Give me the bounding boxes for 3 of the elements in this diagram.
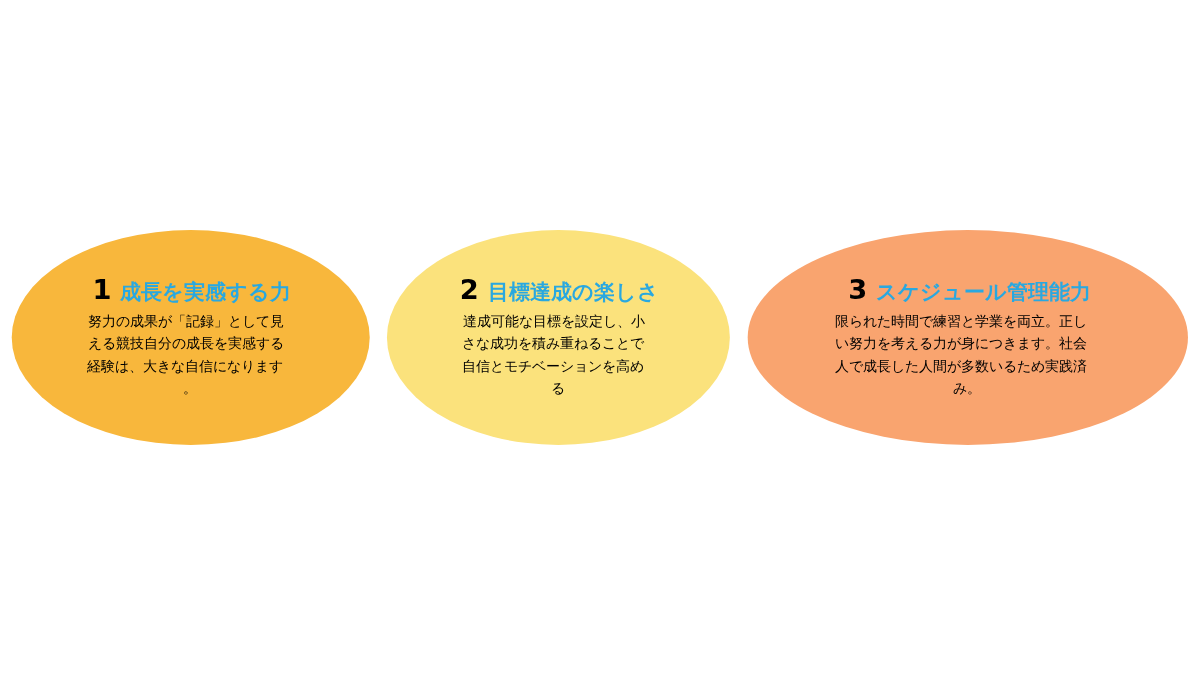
node-ellipse: 3 スケジュール管理能力 限られた時間で練習と学業を両立。正しい努力を考える力が身につきます。社会人で成長した人間が多数いるため実践済み。 xyxy=(747,230,1188,445)
node-ellipse: 1 成長を実感する力 努力の成果が「記録」として見える競技自分の成長を実感する経験は、大きな自信になります。 xyxy=(11,230,370,445)
node-ellipse: 2 目標達成の楽しさ 達成可能な目標を設定し、小さな成功を積み重ねることで自信とモチベーションを高める xyxy=(386,230,730,445)
